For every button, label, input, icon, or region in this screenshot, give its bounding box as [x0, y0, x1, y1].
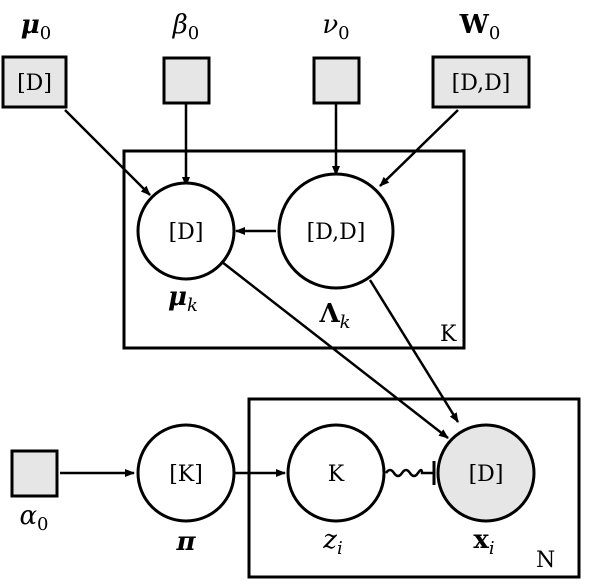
node-mu-k	[136, 181, 236, 281]
plate-n-label: N	[536, 548, 555, 573]
edge-muk-to-xi	[221, 261, 449, 439]
node-x-i-label: xi	[473, 525, 494, 559]
hyper-w0-box	[431, 55, 531, 109]
hyper-nu0-label: ν0	[322, 10, 349, 44]
hyper-alpha0-label: α0	[19, 501, 48, 535]
edge-lambdak-to-xi	[368, 279, 460, 423]
hyper-nu0-box	[312, 56, 361, 105]
node-x-i	[436, 423, 536, 523]
node-lambda-k-label: Λk	[318, 299, 350, 333]
node-pi	[136, 423, 236, 523]
hyper-beta0-box	[162, 56, 211, 105]
hyper-beta0-label: β0	[172, 10, 199, 44]
node-z-i-dim: K	[328, 462, 345, 487]
edge-mu0-to-muk	[64, 109, 151, 196]
hyper-mu0-label: μ0	[21, 10, 51, 44]
node-pi-label: π	[175, 527, 196, 557]
node-z-i	[286, 423, 386, 523]
node-lambda-k	[277, 172, 395, 290]
plate-k	[122, 149, 466, 350]
hyper-w0-label: W0	[459, 10, 501, 44]
node-x-i-dim: [D]	[469, 462, 504, 487]
node-mu-k-label: μk	[168, 282, 198, 316]
node-mu-k-dim: [D]	[169, 220, 204, 245]
hyper-alpha0-box	[10, 449, 59, 498]
node-z-i-label: zi	[322, 525, 342, 559]
edge-zi-to-xi-selector	[384, 468, 434, 478]
hyper-mu0-dim: [D]	[17, 71, 52, 96]
plate-n	[247, 397, 581, 579]
edge-w0-to-lambdak	[379, 109, 459, 187]
node-pi-dim: [K]	[169, 462, 203, 487]
plate-k-label: K	[440, 322, 457, 347]
node-lambda-k-dim: [D,D]	[307, 220, 366, 245]
hyper-w0-dim: [D,D]	[452, 71, 511, 96]
hyper-mu0-box	[1, 55, 68, 109]
